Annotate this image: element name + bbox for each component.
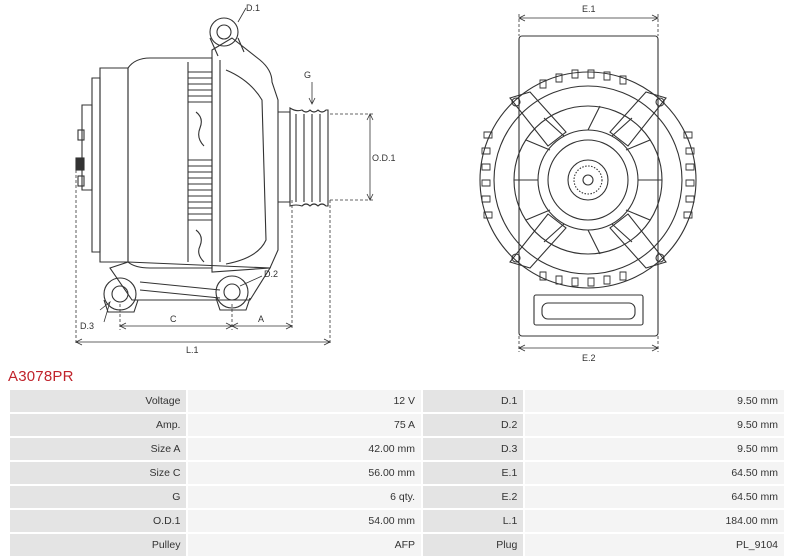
spec-label-2: Plug bbox=[423, 534, 524, 556]
spec-label: Size A bbox=[10, 438, 187, 460]
spec-label-2: E.1 bbox=[423, 462, 524, 484]
label-g: G bbox=[304, 70, 311, 80]
spec-label: Size C bbox=[10, 462, 187, 484]
spec-value: 56.00 mm bbox=[188, 462, 422, 484]
spec-label: O.D.1 bbox=[10, 510, 187, 532]
front-dimensions bbox=[518, 14, 659, 352]
side-view bbox=[75, 17, 329, 313]
spec-value-2: 9.50 mm bbox=[525, 438, 784, 460]
spec-label: Amp. bbox=[10, 414, 187, 436]
label-d2: D.2 bbox=[264, 269, 278, 279]
spec-value: 42.00 mm bbox=[188, 438, 422, 460]
spec-label: Pulley bbox=[10, 534, 187, 556]
spec-value: 54.00 mm bbox=[188, 510, 422, 532]
spec-label: Voltage bbox=[10, 390, 187, 412]
front-view bbox=[479, 35, 697, 337]
part-number-title: A3078PR bbox=[8, 368, 74, 385]
spec-label-2: D.3 bbox=[423, 438, 524, 460]
spec-label: G bbox=[10, 486, 187, 508]
spec-value-2: 184.00 mm bbox=[525, 510, 784, 532]
spec-label-2: D.1 bbox=[423, 390, 524, 412]
label-c: C bbox=[170, 314, 177, 324]
spec-value-2: PL_9104 bbox=[525, 534, 784, 556]
label-a: A bbox=[258, 314, 264, 324]
spec-value-2: 9.50 mm bbox=[525, 390, 784, 412]
spec-value: 6 qty. bbox=[188, 486, 422, 508]
spec-value: AFP bbox=[188, 534, 422, 556]
spec-value-2: 64.50 mm bbox=[525, 486, 784, 508]
label-e1: E.1 bbox=[582, 4, 596, 14]
spec-value-2: 9.50 mm bbox=[525, 414, 784, 436]
spec-label-2: L.1 bbox=[423, 510, 524, 532]
spec-label-2: D.2 bbox=[423, 414, 524, 436]
spec-value: 75 A bbox=[188, 414, 422, 436]
label-d1: D.1 bbox=[246, 3, 260, 13]
label-d3: D.3 bbox=[80, 321, 94, 331]
spec-label-2: E.2 bbox=[423, 486, 524, 508]
label-l1: L.1 bbox=[186, 345, 199, 355]
label-e2: E.2 bbox=[582, 353, 596, 363]
side-dimensions bbox=[75, 7, 374, 346]
technical-drawing: D.1 G O.D.1 D.2 D.3 C A L.1 E.1 E.2 bbox=[75, 3, 697, 363]
label-od1: O.D.1 bbox=[372, 153, 396, 163]
spec-value: 12 V bbox=[188, 390, 422, 412]
spec-value-2: 64.50 mm bbox=[525, 462, 784, 484]
